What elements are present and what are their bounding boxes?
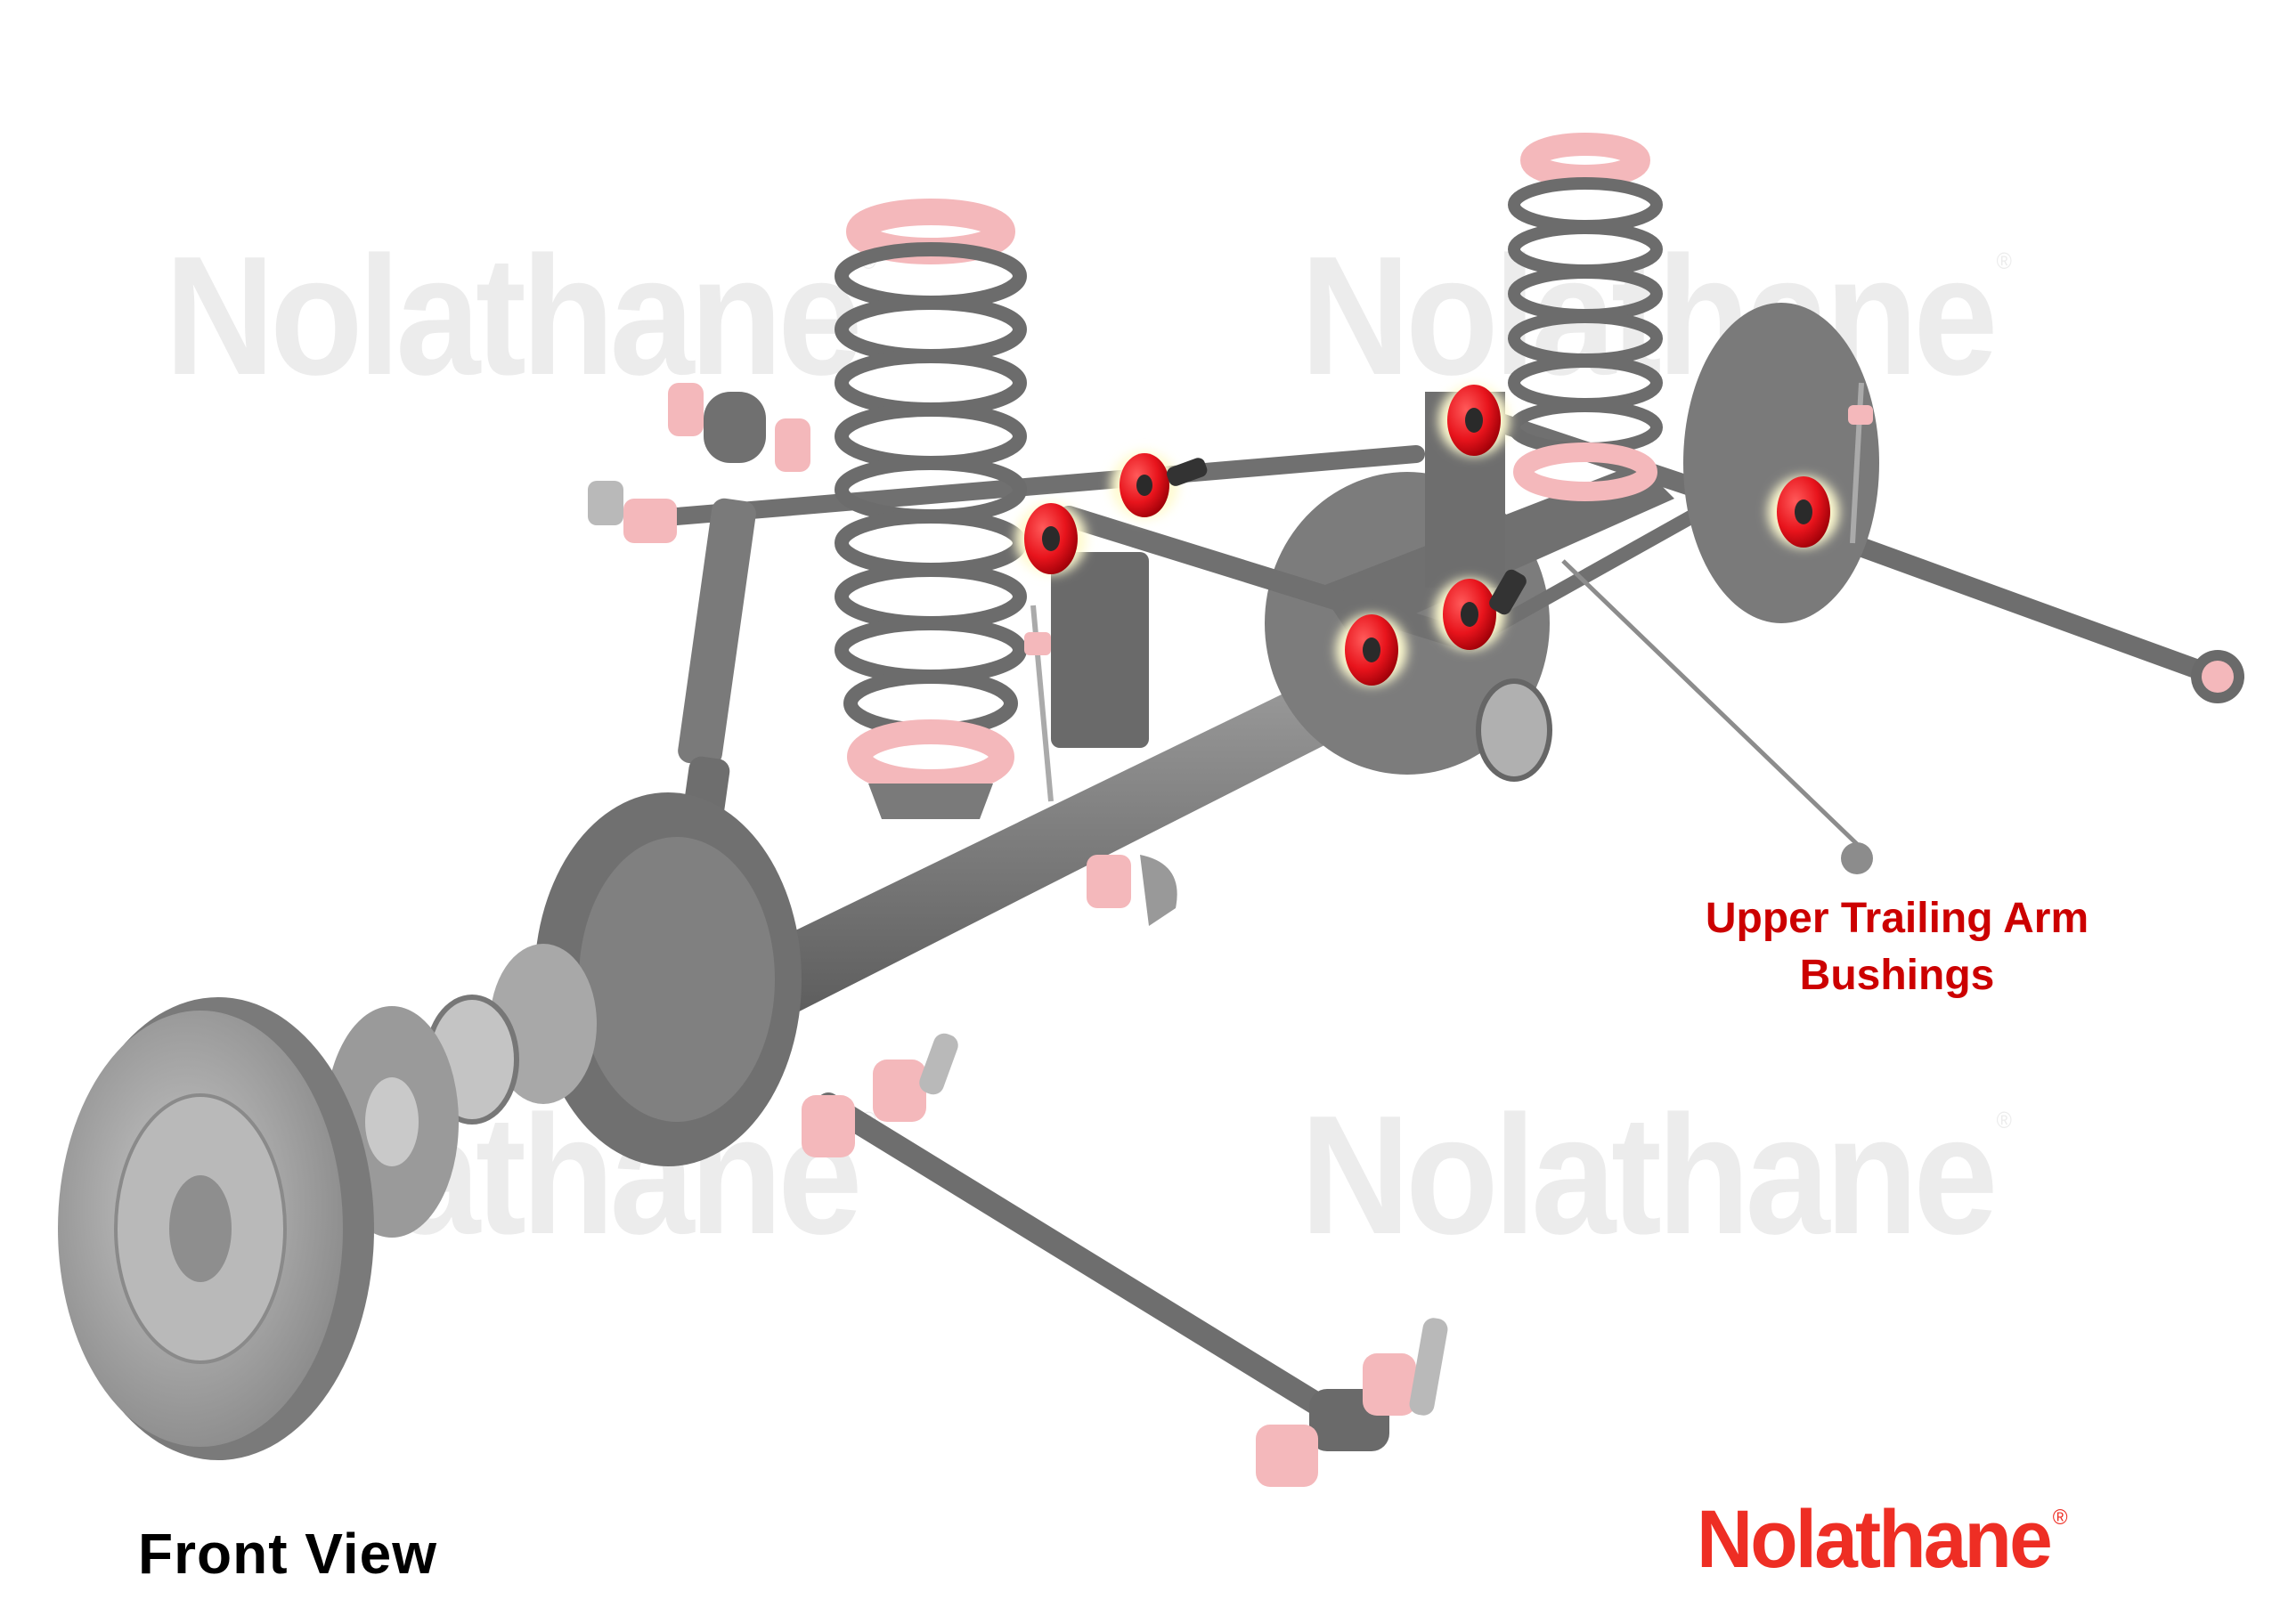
backing-plate-left [534,792,802,1166]
upper-trailing-arm-bushings [1015,385,1839,686]
backing-plate-right [1683,303,1879,623]
watermark-bottom-right: Nolathane® [1300,1081,2012,1270]
bushing-highlight [1434,569,1527,650]
registered-mark: ® [2052,1506,2068,1530]
bushing-highlight [1768,476,1839,548]
brand-logo: Nolathane® [1697,1498,2068,1580]
bushing-highlight [1336,614,1407,686]
coil-spring-left [835,199,1027,819]
callout-label: Upper Trailing Arm Bushings [1648,890,2146,1004]
bushing-highlight [1111,451,1208,519]
sway-bar-bracket [1024,382,1873,926]
brake-disc [58,997,374,1460]
logo-text: Nolathane [1697,1494,2053,1585]
callout-line-2: Bushings [1799,952,1995,999]
bushing-highlight [1438,385,1510,456]
view-label: Front View [138,1522,437,1586]
lower-trailing-arm-left [802,1033,1448,1487]
callout-line-1: Upper Trailing Arm [1705,895,2089,942]
callout-leader [1561,559,1873,874]
watermark-top-left: Nolathane® [165,222,876,410]
coil-spring-right [1508,133,1663,501]
bushing-highlight [1015,503,1087,574]
